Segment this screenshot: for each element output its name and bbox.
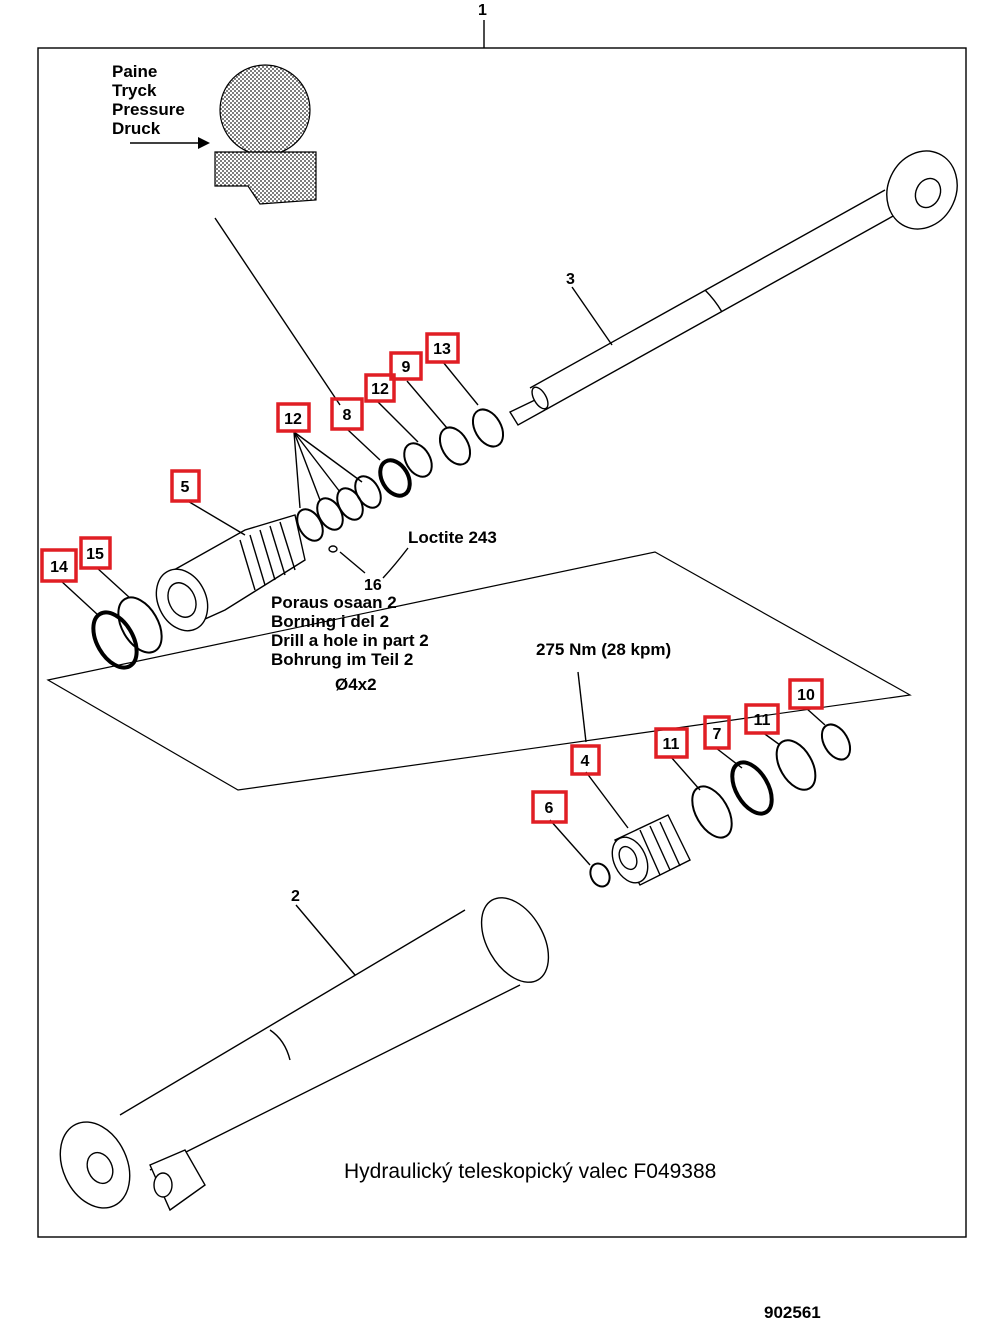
callout-6: 6 (531, 790, 568, 824)
drill-label-4: Bohrung im Teil 2 (271, 650, 413, 669)
svg-text:4: 4 (581, 753, 590, 770)
svg-text:7: 7 (713, 726, 722, 743)
callout-12b: 12 (276, 402, 311, 433)
assembly-plane (46, 551, 912, 791)
seal-rings-upper (296, 408, 505, 542)
pressure-label-1: Paine (112, 62, 157, 81)
drill-label-1: Poraus osaan 2 (271, 593, 397, 612)
label-hole-number: 16 (364, 577, 382, 594)
svg-text:12: 12 (371, 381, 389, 398)
svg-text:5: 5 (181, 479, 190, 496)
callout-15: 15 (79, 536, 112, 570)
callout-4: 4 (570, 744, 601, 776)
label-barrel-number: 2 (291, 888, 300, 905)
pressure-label-4: Druck (112, 119, 161, 138)
callout-11a: 11 (744, 703, 780, 735)
svg-text:8: 8 (343, 407, 352, 424)
pressure-illustration: Paine Tryck Pressure Druck (112, 62, 341, 406)
callout-leaders (59, 361, 826, 866)
callout-5: 5 (170, 469, 201, 503)
loctite-label: Loctite 243 (408, 528, 497, 547)
callout-14: 14 (40, 548, 78, 583)
label-rod-number: 3 (566, 271, 575, 288)
drill-label-2: Borning i del 2 (271, 612, 389, 631)
callout-9: 9 (389, 351, 423, 381)
svg-text:12: 12 (284, 411, 302, 428)
svg-text:13: 13 (433, 341, 451, 358)
svg-text:11: 11 (754, 712, 771, 729)
piston-rod: 3 (508, 150, 958, 426)
svg-text:15: 15 (86, 546, 104, 563)
svg-text:10: 10 (797, 687, 815, 704)
svg-text:14: 14 (50, 559, 68, 576)
svg-text:11: 11 (663, 736, 680, 753)
pressure-ball (219, 64, 311, 156)
drill-size: Ø4x2 (335, 675, 377, 694)
arrow-right-icon (198, 137, 210, 149)
piston-assembly (589, 723, 852, 888)
callout-8: 8 (330, 397, 364, 431)
cylinder-barrel: 2 (59, 888, 550, 1212)
drawing-frame (37, 47, 967, 1238)
drill-label-3: Drill a hole in part 2 (271, 631, 429, 650)
pressure-label-2: Tryck (112, 81, 157, 100)
torque-label: 275 Nm (28 kpm) (536, 640, 671, 659)
cylinder-head (155, 514, 338, 632)
pressure-label-3: Pressure (112, 100, 185, 119)
callout-12a: 12 (364, 373, 396, 403)
callout-10: 10 (788, 678, 824, 710)
svg-text:9: 9 (402, 359, 411, 376)
svg-text:6: 6 (545, 800, 554, 817)
main-item-number: 1 (478, 2, 487, 19)
callout-7: 7 (703, 715, 731, 750)
caption: Hydraulický teleskopický valec F049388 (344, 1160, 716, 1183)
callout-13: 13 (425, 332, 460, 364)
drawing-number: 902561 (764, 1303, 821, 1322)
pressure-block (214, 151, 317, 205)
callout-11b: 11 (654, 727, 689, 759)
